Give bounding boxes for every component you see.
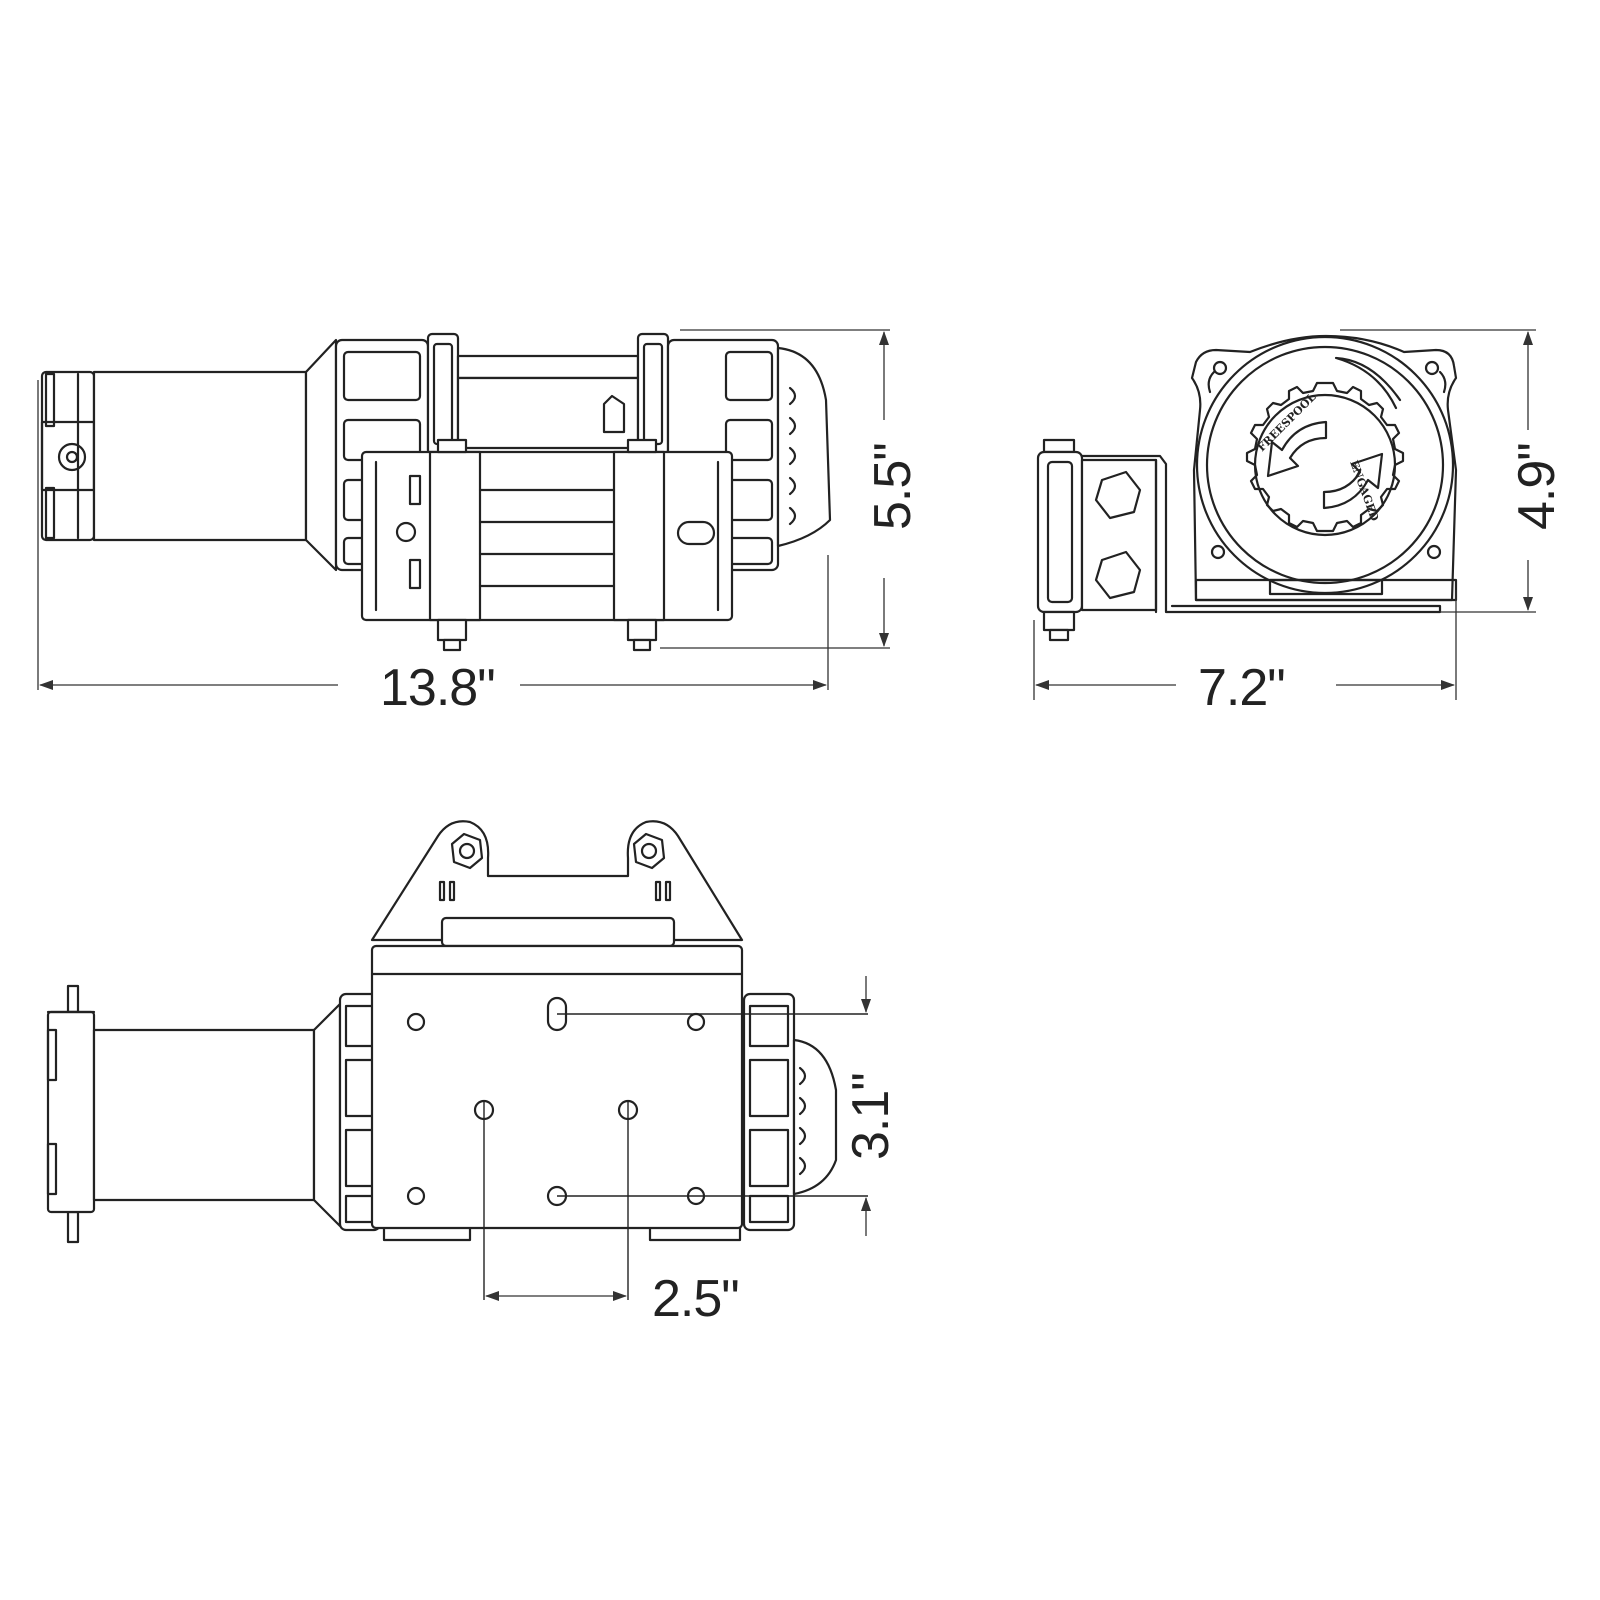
motor-body-bottom <box>92 1028 316 1202</box>
freespool-arrow-icon <box>1266 420 1328 478</box>
drum-gap <box>456 376 640 450</box>
cover-bolts <box>395 474 716 590</box>
height-dimension: 5.5" <box>660 329 922 649</box>
bolt-spacing-y-label: 3.1" <box>842 1073 900 1160</box>
bottom-studs <box>436 438 658 652</box>
bolt-spacing-x-dimension: 2.5" <box>485 1270 740 1328</box>
clutch-knob-bottom <box>792 1038 838 1196</box>
engaged-arrow-icon <box>1322 452 1384 510</box>
end-height-label: 4.9" <box>1508 443 1566 530</box>
mount-hole <box>406 1186 426 1206</box>
hex-nut-top-icon <box>1094 470 1142 520</box>
clutch-grip <box>788 386 797 526</box>
mount-hole <box>406 1012 426 1032</box>
bottom-view: 3.1" 2.5" <box>46 820 900 1328</box>
drum-cover <box>360 450 734 622</box>
motor-collar-bottom <box>312 1002 342 1228</box>
fairlead-mount <box>370 820 744 948</box>
slot-icon <box>676 520 716 546</box>
side-view: 13.8" 5.5" <box>37 329 922 717</box>
length-label: 13.8" <box>380 659 495 717</box>
length-dimension: 13.8" <box>37 380 829 717</box>
right-upright <box>636 332 670 456</box>
motor-end-bottom <box>46 984 96 1244</box>
base-plate <box>370 944 868 1300</box>
end-view: FREESPOOL ENGAGED 7.2" 4.9" <box>1033 329 1566 717</box>
motor-end-cap <box>40 370 96 542</box>
rope-hook-icon <box>602 394 626 434</box>
hex-nut-bottom-icon <box>1094 550 1142 600</box>
tie-bar-top <box>456 354 640 380</box>
left-upright <box>426 332 460 456</box>
motor-body <box>92 370 308 542</box>
end-height-dimension: 4.9" <box>1340 329 1566 613</box>
motor-collar <box>304 338 338 572</box>
bolt-spacing-y-dimension: 3.1" <box>842 976 900 1236</box>
height-label: 5.5" <box>864 443 922 530</box>
clutch-knob <box>776 346 832 548</box>
mount-nut-left-icon <box>450 832 484 870</box>
fairlead <box>1036 438 1442 642</box>
mount-nut-right-icon <box>632 832 666 870</box>
motor-bolt-icon <box>57 442 87 472</box>
width-label: 7.2" <box>1198 659 1285 717</box>
bolt-spacing-x-label: 2.5" <box>652 1270 739 1328</box>
clutch-dial: FREESPOOL ENGAGED <box>1195 335 1455 595</box>
width-dimension: 7.2" <box>1033 590 1457 717</box>
